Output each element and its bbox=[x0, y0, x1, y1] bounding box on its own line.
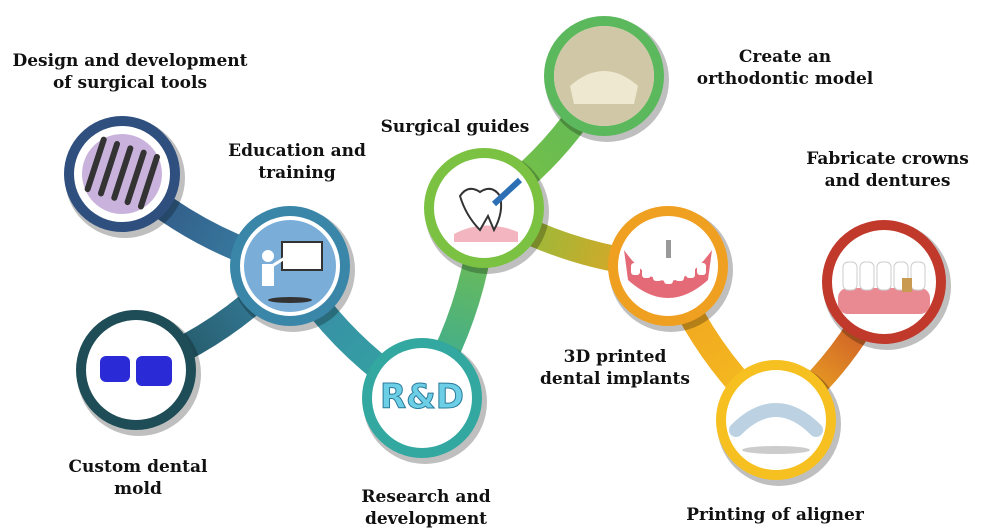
label-surgical-guides: Surgical guides bbox=[380, 117, 530, 137]
teacher-board-icon bbox=[244, 220, 336, 312]
node-orthodontic-model bbox=[544, 16, 669, 142]
surgical-tools-icon bbox=[82, 134, 162, 214]
r-and-d-icon: R&D bbox=[379, 377, 464, 418]
tooth-syringe-icon bbox=[454, 177, 523, 242]
dental-mold-icon bbox=[100, 356, 172, 386]
orthodontic-model-icon bbox=[554, 26, 654, 126]
dental-implant-icon bbox=[624, 240, 712, 298]
node-dental-mold bbox=[76, 310, 201, 436]
node-surgical-tools bbox=[64, 116, 185, 238]
r-and-d-text: R&D bbox=[380, 377, 464, 417]
node-research: R&D bbox=[362, 338, 487, 464]
node-dental-implants bbox=[608, 206, 733, 332]
node-education bbox=[230, 206, 355, 332]
node-surgical-guides bbox=[424, 148, 549, 274]
aligner-icon bbox=[729, 403, 823, 454]
node-crowns bbox=[822, 220, 951, 350]
label-aligner: Printing of aligner bbox=[686, 505, 864, 525]
crowns-dentures-icon bbox=[838, 261, 930, 314]
node-aligner bbox=[716, 360, 841, 486]
